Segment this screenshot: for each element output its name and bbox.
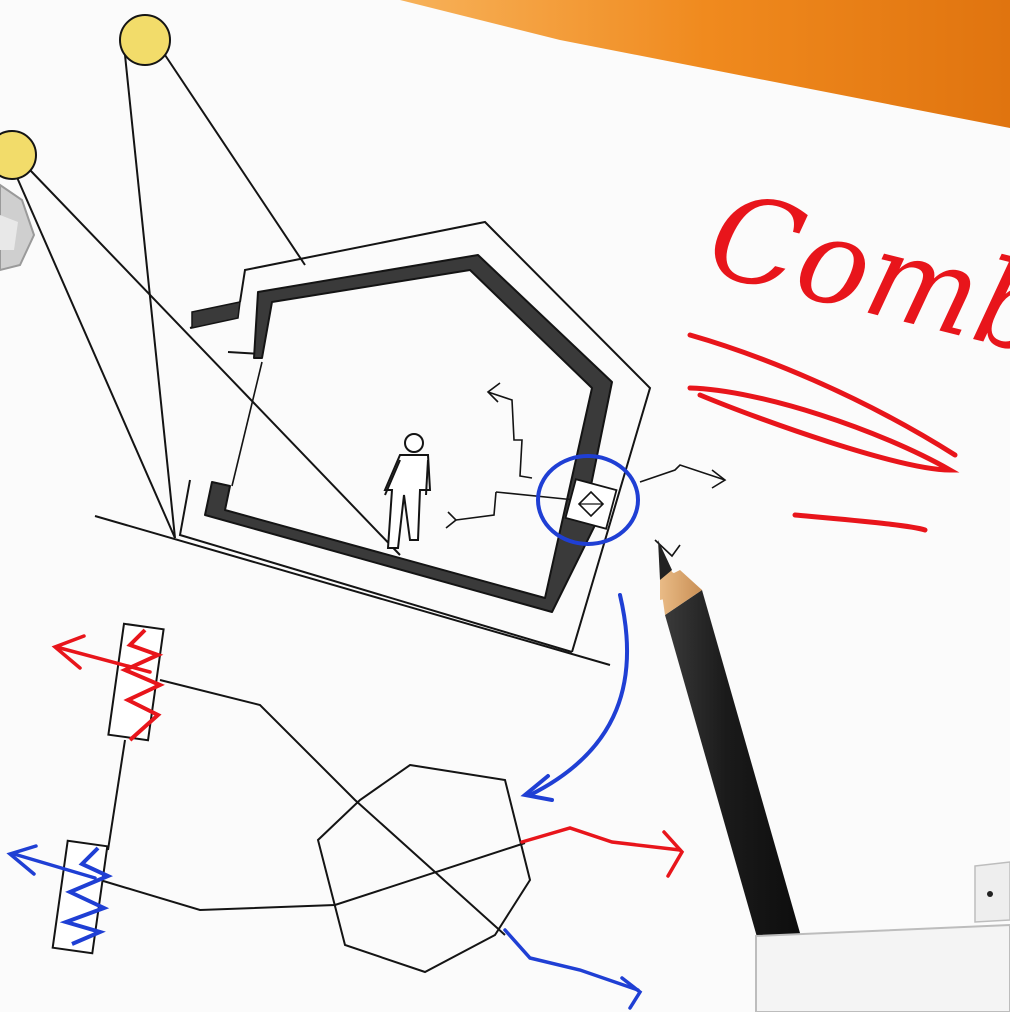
sun-rays — [5, 55, 400, 555]
person-icon — [385, 434, 430, 548]
arrow-icon — [522, 828, 682, 876]
device-edge — [0, 185, 34, 270]
schematic-lines — [100, 680, 525, 935]
ventilation-unit — [756, 862, 1010, 1012]
arrow-icon — [505, 930, 640, 1008]
ground-line — [95, 516, 610, 665]
arrow-icon — [525, 595, 627, 800]
combi-handwriting: Combi — [696, 165, 1010, 392]
heat-exchanger-icon — [53, 841, 108, 954]
sun-icon — [120, 15, 170, 65]
orange-background — [400, 0, 1010, 128]
heat-exchanger-icon — [108, 624, 163, 740]
pencil-icon — [658, 540, 802, 965]
house-interior-lines — [232, 362, 725, 556]
house-walls — [192, 255, 612, 612]
combi-word: Combi — [696, 165, 1010, 392]
red-scribble-underline — [690, 335, 955, 530]
